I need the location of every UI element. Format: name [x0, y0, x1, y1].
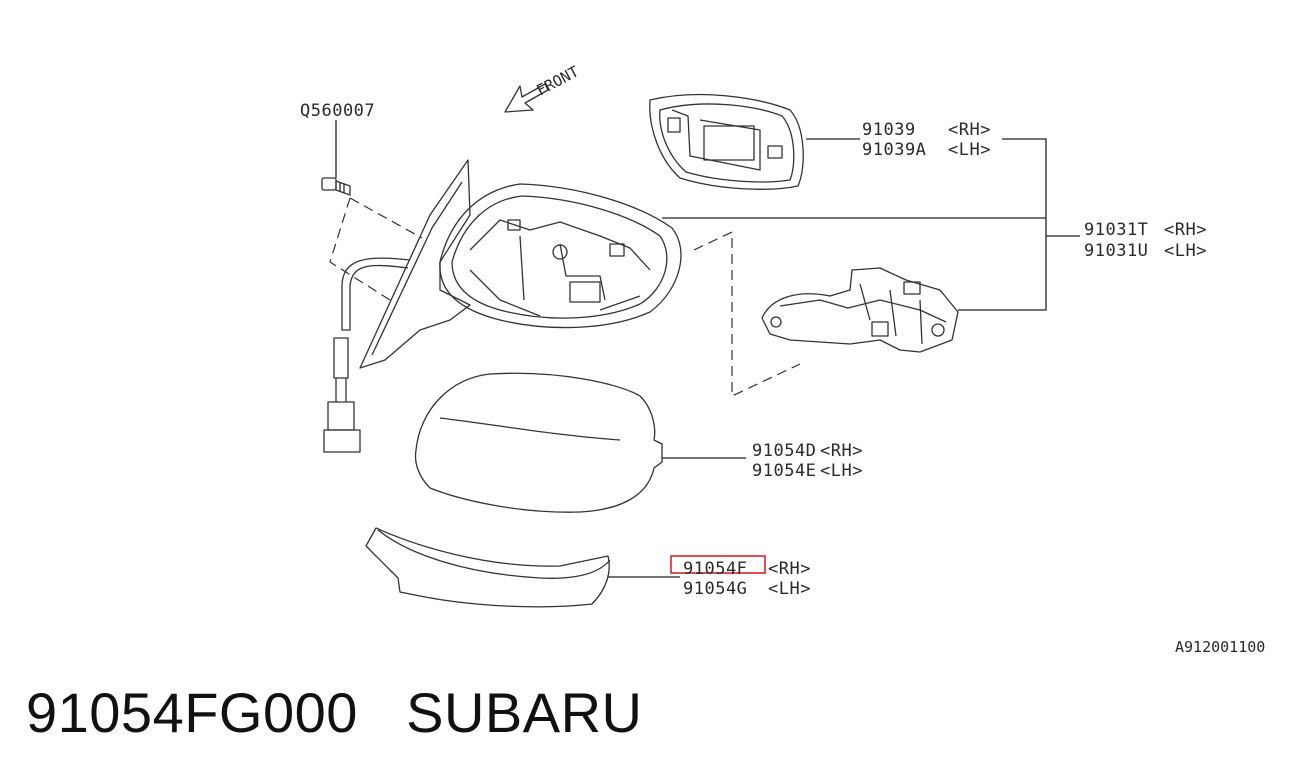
glass-lh-label[interactable]: 91039A — [862, 140, 926, 160]
body-rh-label[interactable]: 91031T — [1084, 220, 1148, 240]
caption-part-number: 91054FG000 — [26, 681, 358, 744]
cover-rh-suffix: <RH> — [820, 441, 863, 461]
lower-cover — [365, 527, 611, 608]
drawing-number: A912001100 — [1175, 638, 1265, 656]
lower-cover-lh-label[interactable]: 91054G — [683, 579, 747, 599]
front-arrow-icon — [504, 83, 549, 113]
lower-cover-rh-suffix: <RH> — [768, 559, 811, 579]
mirror-exploded-diagram: FRONT Q560007 — [300, 62, 1265, 656]
mirror-cover — [414, 372, 663, 513]
mirror-base — [359, 159, 471, 369]
caption-brand: SUBARU — [406, 681, 643, 744]
bolt-part-label[interactable]: Q560007 — [300, 101, 375, 121]
highlight-box — [670, 555, 766, 574]
bolt-dash-guide — [329, 197, 423, 301]
glass-rh-suffix: <RH> — [948, 120, 991, 140]
mirror-glass — [649, 93, 804, 190]
mirror-housing — [439, 183, 682, 329]
body-lh-suffix: <LH> — [1164, 241, 1207, 261]
part-caption: 91054FG000 SUBARU — [26, 680, 643, 745]
bolt-icon — [321, 177, 351, 196]
wire-harness — [323, 257, 411, 453]
glass-lh-suffix: <LH> — [948, 140, 991, 160]
cover-lh-suffix: <LH> — [820, 461, 863, 481]
lower-cover-rh-label[interactable]: 91054F — [683, 559, 747, 579]
cover-rh-label[interactable]: 91054D — [752, 441, 816, 461]
glass-rh-label[interactable]: 91039 — [862, 120, 916, 140]
lower-cover-lh-suffix: <LH> — [768, 579, 811, 599]
body-bracket-line — [958, 138, 1047, 311]
cover-lh-label[interactable]: 91054E — [752, 461, 816, 481]
actuator-motor — [693, 231, 959, 397]
body-rh-suffix: <RH> — [1164, 220, 1207, 240]
body-lh-label[interactable]: 91031U — [1084, 241, 1148, 261]
front-label: FRONT — [533, 62, 581, 99]
